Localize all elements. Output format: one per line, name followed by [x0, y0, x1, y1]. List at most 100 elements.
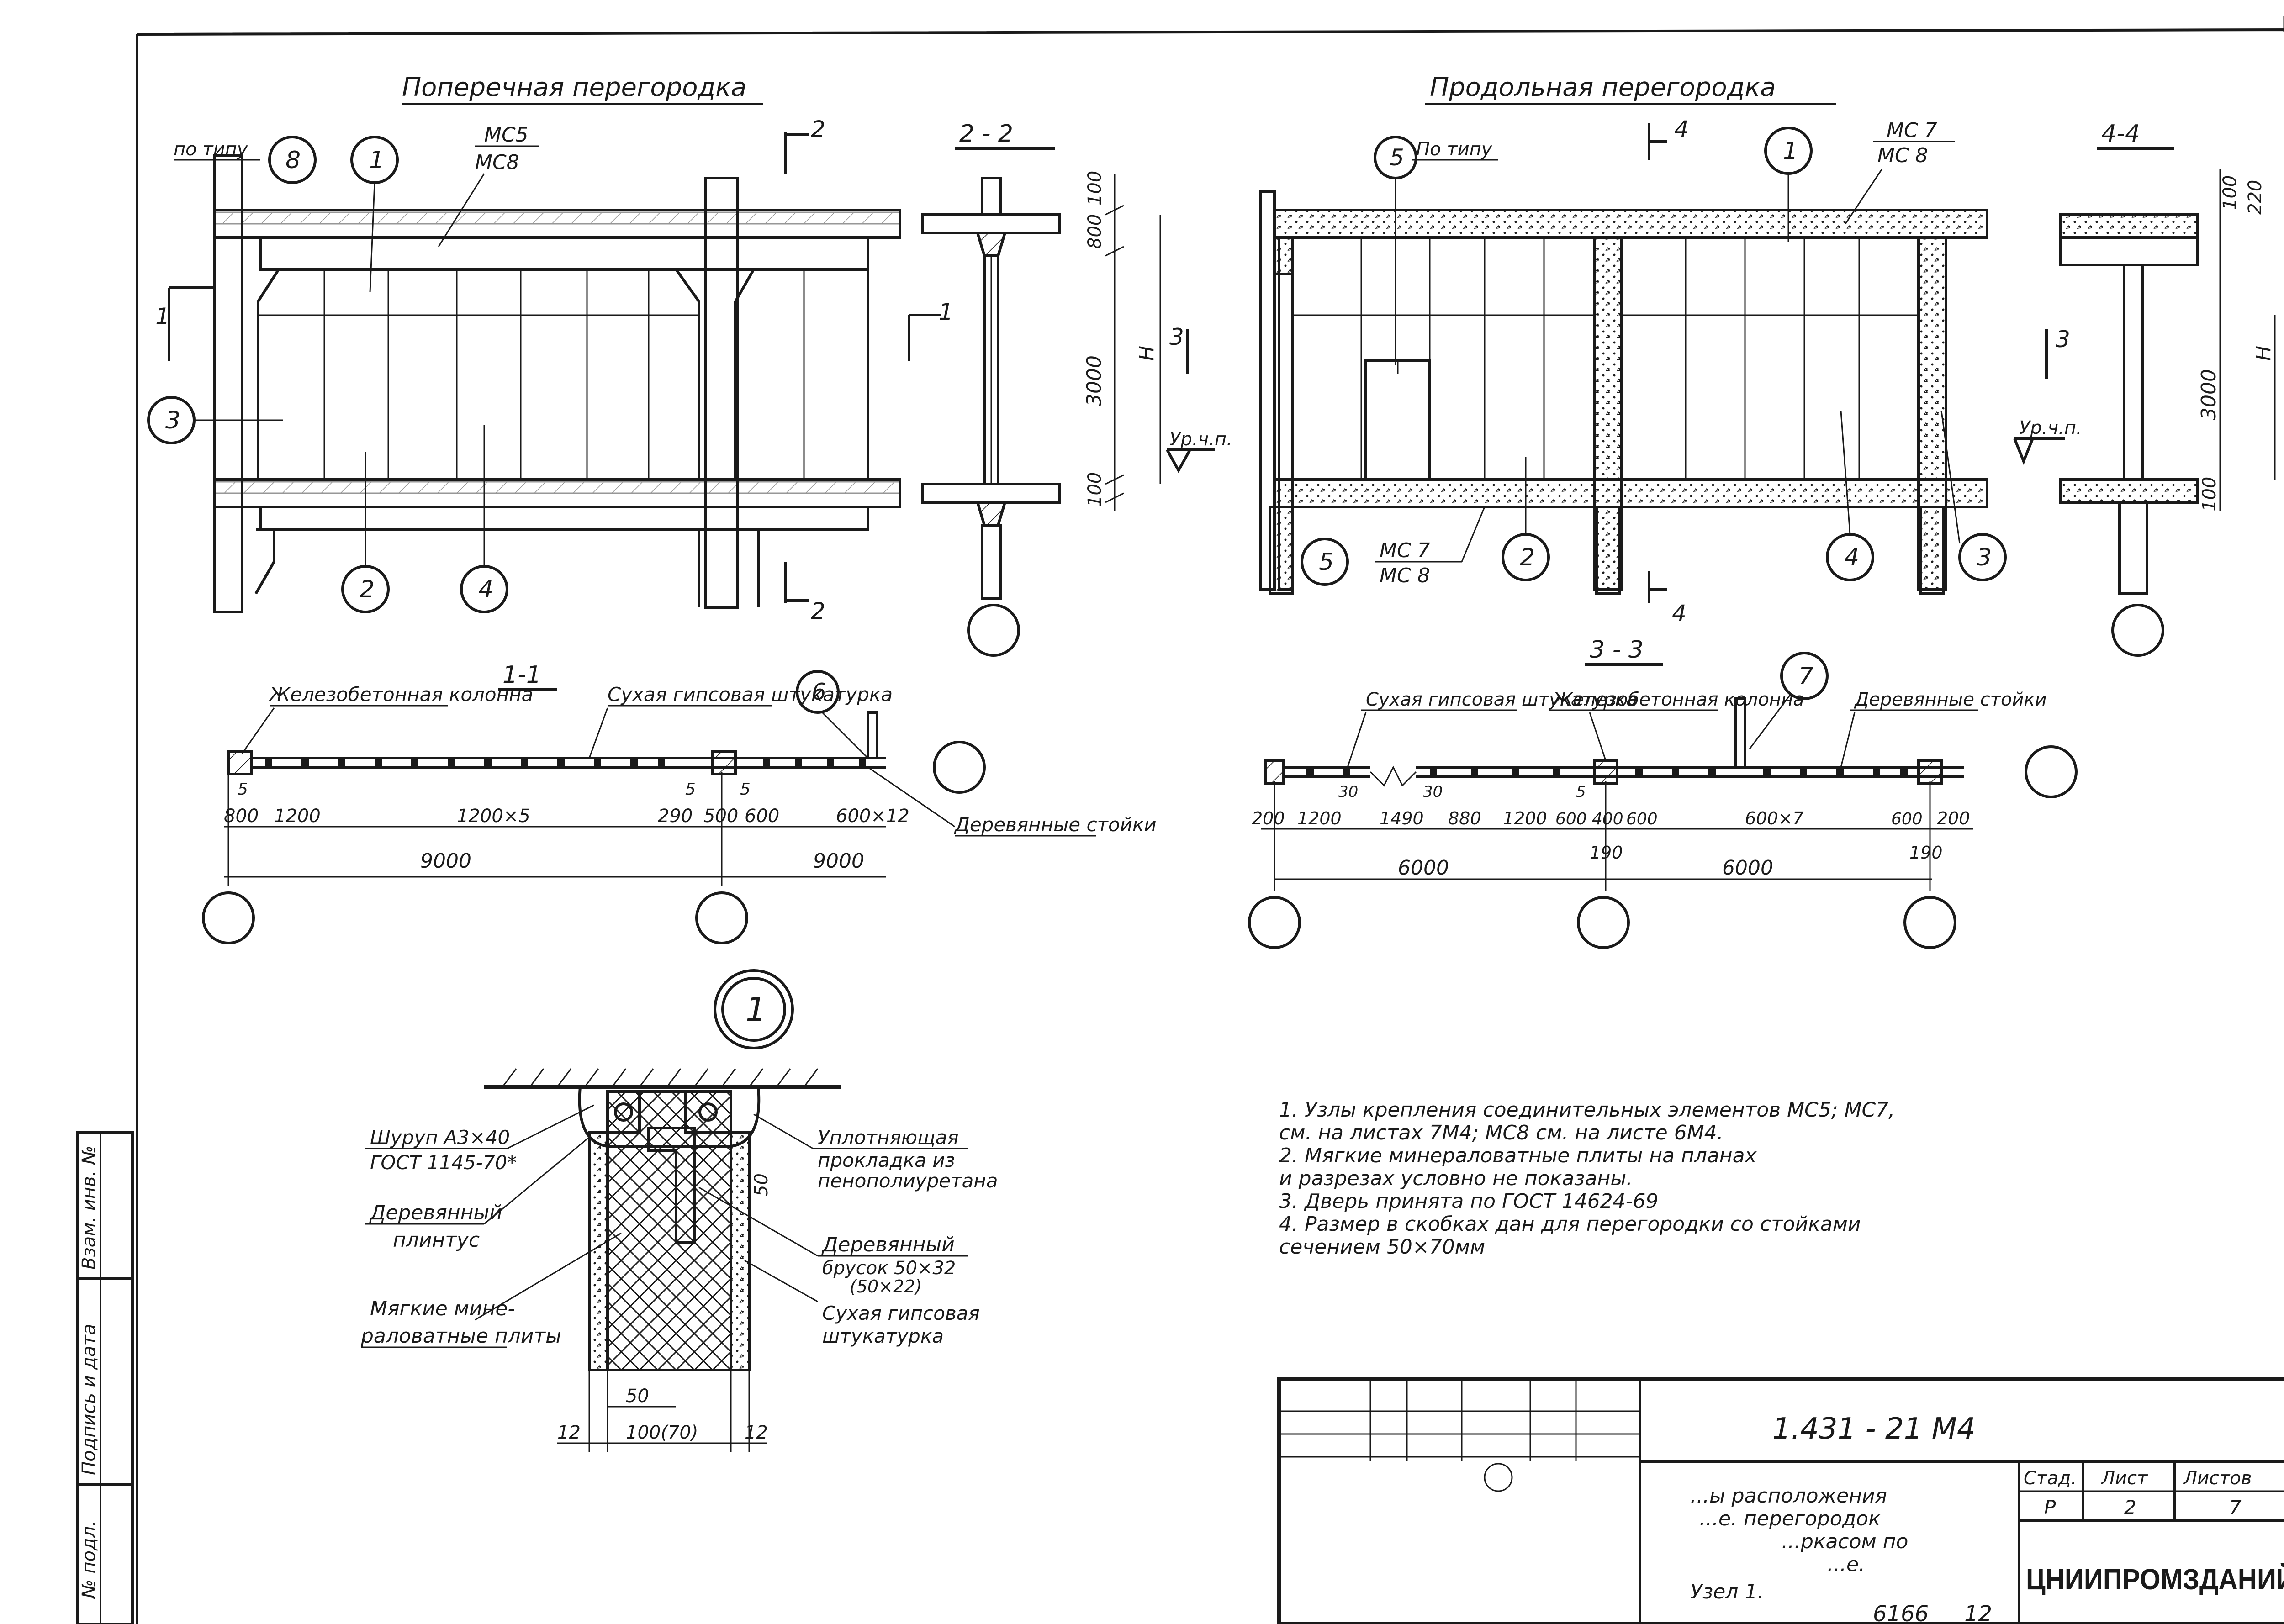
mc-long-top-a: МС 7	[1887, 119, 1937, 142]
callout-label-6: 6	[812, 679, 826, 705]
detail-bar-b: брусок 50×32	[822, 1258, 956, 1279]
span-1-1-left: 9000	[420, 849, 471, 873]
title-transverse: Поперечная перегородка	[402, 73, 746, 102]
dim-4-4-220: 220	[2245, 180, 2266, 215]
detail-seal-a: Уплотняющая	[818, 1126, 959, 1149]
detail-baseboard-a: Деревянный	[369, 1201, 502, 1224]
label-column-1-1: Железобетонная колонна	[268, 683, 533, 706]
dim-3-3-30a: 30	[1338, 783, 1358, 801]
dim-2-2-100: 100	[1084, 171, 1105, 206]
dim-3-3-2: 1490	[1380, 808, 1424, 828]
dim-3-3-4: 1200	[1503, 808, 1547, 828]
callout-circle-6	[796, 670, 840, 714]
dim-1-1-5b: 5	[685, 780, 696, 799]
grid-axis-1-1-a	[202, 891, 255, 944]
sheet-frame: 11	[136, 16, 2284, 1624]
label-plaster-3-3: Сухая гипсовая штукатурка	[1366, 689, 1637, 710]
stud-row-3-3	[1306, 768, 1908, 775]
org-name: ЦНИИПРОМЗДАНИЙ	[2026, 1562, 2284, 1596]
callout-label-3-long: 3	[1977, 544, 1992, 571]
stage-value: Р	[2044, 1496, 2056, 1519]
dim-2-2-H: Н	[1135, 346, 1158, 361]
detail-1: 1 Шуруп А3×40 ГОСТ 1145-70* Деревянный п…	[360, 969, 998, 1452]
grid-axis-3-3-b	[1577, 896, 1630, 949]
title-desc-3: ...ркасом по	[1782, 1530, 1908, 1553]
level-mark-4-4: Ур.ч.п.	[2019, 417, 2082, 438]
dim-1-1-5c: 5	[740, 780, 751, 799]
note-line-4: и разрезах условно не показаны.	[1279, 1167, 1633, 1190]
detail-plaster-b: штукатурка	[822, 1325, 944, 1347]
callout-label-4: 4	[478, 576, 493, 603]
grid-axis-2-2	[967, 604, 1020, 657]
callout-label-1-long: 1	[1783, 137, 1798, 165]
level-mark-2-2: Ур.ч.п.	[1169, 429, 1232, 450]
dim-2-2-800: 800	[1084, 214, 1105, 249]
note-line-5: 3. Дверь принята по ГОСТ 14624-69	[1279, 1190, 1659, 1213]
dim-4-4-100b: 100	[2199, 477, 2220, 511]
grid-axis-4-4	[2111, 604, 2164, 657]
detail-plaster-a: Сухая гипсовая	[822, 1302, 980, 1324]
callout-circle-8	[268, 136, 317, 184]
note-line-2: см. на листах 7М4; МС8 см. на листе 6М4.	[1279, 1121, 1724, 1144]
span-3-3-right: 6000	[1722, 856, 1773, 880]
detail-wool-a: Мягкие мине-	[370, 1297, 515, 1320]
callout-label-2: 2	[360, 576, 375, 603]
callout-label-8: 8	[286, 147, 301, 174]
section-2-2: 2 - 2 100 800 3000 100 Н 1 3 Ур.ч.п.	[908, 120, 1232, 657]
stamp-field-replace: Взам. инв. №	[79, 1145, 100, 1270]
callout-label-4-long: 4	[1844, 544, 1859, 571]
detail-circle-inner	[721, 977, 786, 1042]
dim-2-2-100b: 100	[1084, 472, 1105, 507]
detail-screw: Шуруп А3×40	[370, 1126, 510, 1149]
dim-3-3-6: 400	[1592, 810, 1623, 828]
longitudinal-elevation: Продольная перегородка По типу 5	[1259, 73, 2007, 627]
sheets-value: 7	[2229, 1496, 2242, 1519]
detail-dim-50v: 50	[751, 1173, 772, 1197]
dim-4-4-100: 100	[2220, 175, 2241, 210]
dim-1-1-5a: 5	[238, 780, 248, 799]
label-studs-3-3: Деревянные стойки	[1854, 689, 2047, 710]
bottom-number: 6166	[1873, 1601, 1929, 1624]
dim-1-1-2: 1200×5	[457, 806, 530, 827]
notes: 1. Узлы крепления соединительных элемент…	[1279, 1098, 1895, 1259]
grid-axis-3-3-c	[1903, 896, 1956, 949]
dim-1-1-5: 600	[745, 806, 779, 827]
mc-long-bot-a: МС 7	[1380, 539, 1430, 562]
label-column-3-3: Железобетонная колонна	[1552, 689, 1804, 710]
detail-bar-a: Деревянный	[821, 1233, 955, 1256]
stamp-field-signature: Подпись и дата	[79, 1324, 100, 1475]
callout-circle-7	[1780, 652, 1829, 700]
section-4-4: 4-4 100 220 3000 100 Н 3 Ур.ч.п.	[2013, 120, 2276, 657]
sheets-header: Листов	[2183, 1468, 2252, 1489]
title-block: 1.431 - 21 М4 Стад. Лист Листов Р 2 7 ЦН…	[1277, 1377, 2284, 1624]
callout-label-5-bottom: 5	[1319, 548, 1334, 576]
title-section-1-1: 1-1	[502, 661, 541, 689]
note-line-3: 2. Мягкие минераловатные плиты на планах	[1279, 1144, 1757, 1167]
title-longitudinal: Продольная перегородка	[1430, 73, 1776, 102]
dim-1-1-4: 500	[703, 806, 738, 827]
mc-label-top-a: МС5	[484, 123, 529, 147]
callout-label-5-top: 5	[1390, 144, 1404, 171]
cut-mark-4-top: 4	[1674, 116, 1689, 142]
callout-circle-5-bottom	[1301, 538, 1349, 586]
detail-screw-std: ГОСТ 1145-70*	[370, 1151, 517, 1174]
title-section-3-3: 3 - 3	[1590, 636, 1644, 664]
dim-3-3-10: 200	[1937, 808, 1970, 828]
dim-3-3-0: 200	[1252, 808, 1285, 828]
transverse-elevation: Поперечная перегородка 2 2	[147, 73, 901, 624]
label-studs-1-1: Деревянные стойки	[954, 813, 1157, 836]
cut-mark-2-top: 2	[811, 116, 825, 142]
dim-2-2-3000: 3000	[1083, 355, 1106, 406]
callout-label-1: 1	[369, 147, 384, 174]
cut-mark-4-bottom: 4	[1672, 600, 1687, 627]
dim-4-4-3000: 3000	[2197, 369, 2221, 420]
side-stamp: Взам. инв. № Подпись и дата № подл.	[76, 1131, 134, 1624]
sheet-header: Лист	[2100, 1468, 2148, 1489]
grid-axis-3-3-a	[1248, 896, 1301, 949]
bottom-number-2: 12	[1964, 1601, 1992, 1624]
cut-mark-1: 1	[155, 303, 170, 330]
detail-seal-c: пенополиуретана	[818, 1170, 998, 1192]
detail-baseboard-b: плинтус	[393, 1229, 480, 1252]
callout-label-7: 7	[1798, 663, 1813, 690]
note-line-1: 1. Узлы крепления соединительных элемент…	[1279, 1098, 1895, 1122]
